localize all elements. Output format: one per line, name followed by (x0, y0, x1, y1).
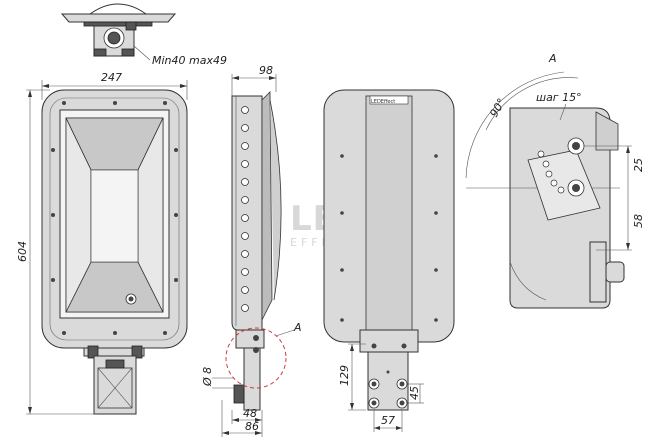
detail-a-view (465, 71, 632, 309)
side-view (212, 74, 282, 437)
front-view (26, 80, 188, 415)
detail-a-marker (225, 327, 287, 389)
detail-ref-label: A (293, 321, 302, 334)
detail-angle-label: 90° (487, 96, 508, 119)
top-bracket-view (60, 3, 177, 61)
back-45-label: 45 (408, 386, 421, 400)
side-48-label: 48 (243, 407, 257, 420)
brand-plate-label: LEDEffect (371, 99, 395, 105)
back-129-label: 129 (338, 365, 351, 386)
side-depth-label: 98 (259, 64, 273, 77)
bolt-diameter-label: Ø 8 (201, 367, 214, 387)
back-57-label: 57 (381, 414, 395, 427)
detail-step-label: шаг 15° (536, 91, 582, 104)
height-dimension-label: 604 (16, 241, 29, 262)
width-dimension-label: 247 (101, 71, 122, 84)
side-86-label: 86 (245, 420, 259, 433)
back-view (323, 89, 455, 432)
detail-25-label: 25 (632, 158, 645, 172)
detail-58-label: 58 (632, 214, 645, 228)
mount-range-label: Min40 max49 (152, 54, 227, 67)
detail-title: A (548, 52, 557, 65)
